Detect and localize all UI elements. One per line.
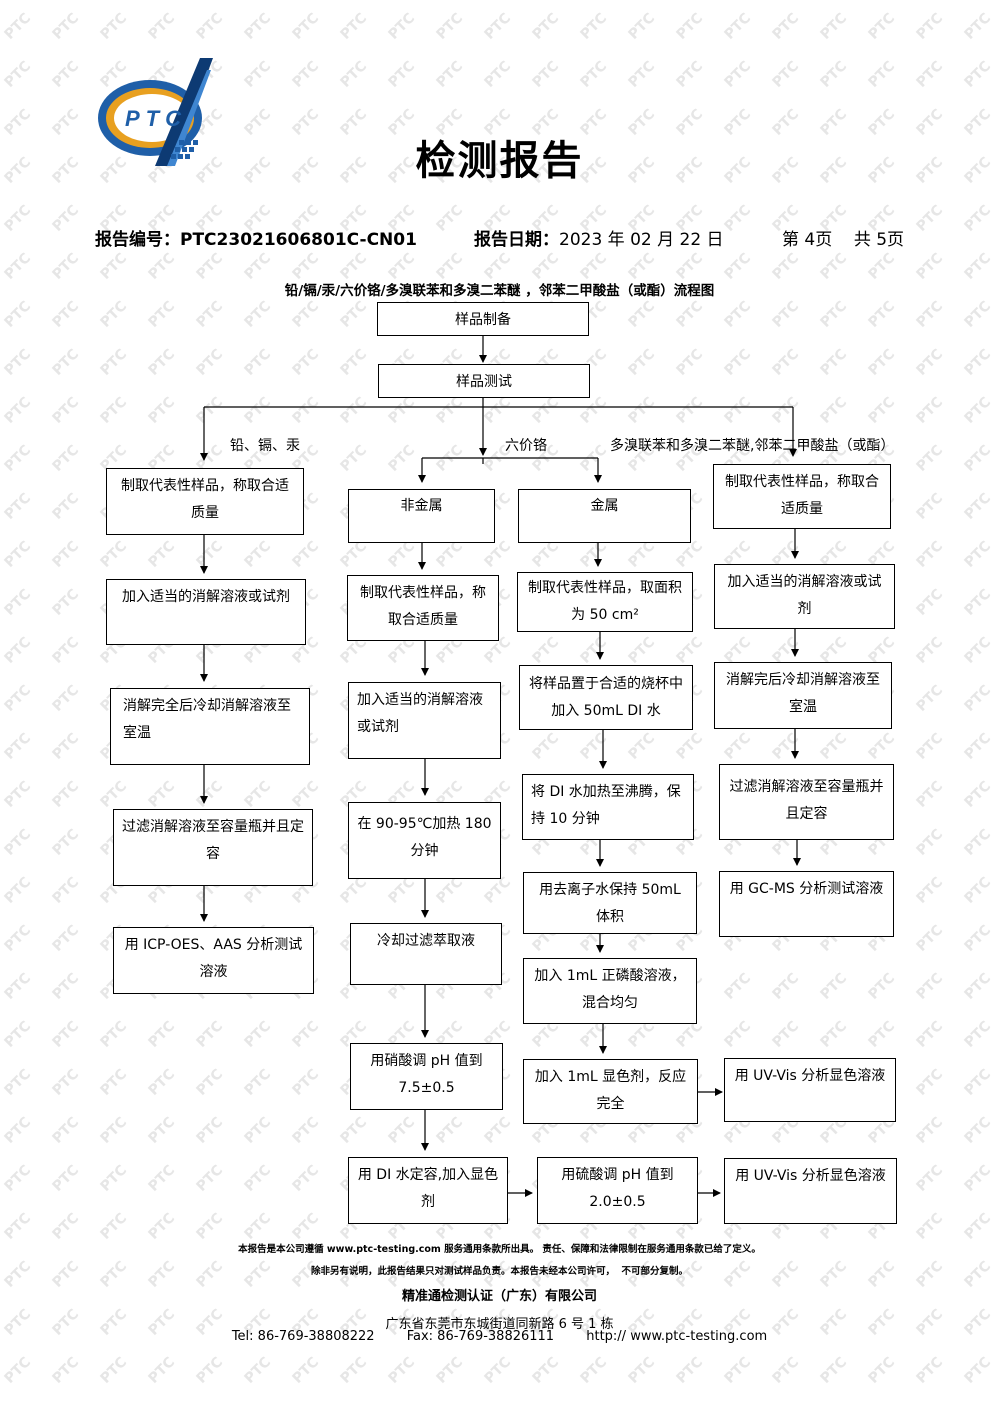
flowchart-title: 铅/镉/汞/六价铬/多溴联苯和多溴二苯醚 ，邻苯二甲酸盐（或酯）流程图	[284, 283, 715, 299]
metal-step-4: 用去离子水保持 50mL 体积	[523, 872, 697, 934]
logo-text: PTC	[125, 106, 187, 131]
col1-step-1: 制取代表性样品，称取合适质量	[106, 468, 304, 535]
footer-fax: Fax: 86-769-38826111	[406, 1329, 555, 1344]
ptc-logo: PTC	[98, 58, 213, 166]
nonmetal-title-box: 非金属	[348, 489, 495, 543]
nonmetal-step-1: 制取代表性样品，称取合适质量	[347, 575, 499, 641]
sample-test-box: 样品测试	[378, 364, 590, 398]
branch-label-cr6: 六价铬	[505, 438, 547, 454]
metal-step-5: 加入 1mL 正磷酸溶液，混合均匀	[523, 958, 697, 1024]
footer-disclaimer-2: 除非另有说明，此报告结果只对测试样品负责。本报告未经本公司许可， 不可部分复制。	[310, 1266, 689, 1277]
nonmetal-step-3: 在 90-95℃加热 180 分钟	[348, 802, 501, 879]
nonmetal-ph2-box: 用硫酸调 pH 值到 2.0±0.5	[537, 1157, 698, 1224]
metal-step-2: 将样品置于合适的烧杯中加入 50mL DI 水	[519, 665, 693, 730]
report-date: 报告日期：2023 年 02 月 22 日	[474, 225, 724, 250]
report-date-value: 2023 年 02 月 22 日	[559, 230, 724, 250]
col1-step-2: 加入适当的消解溶液或试剂	[106, 579, 306, 645]
col1-step-4: 过滤消解溶液至容量瓶并且定容	[113, 809, 313, 886]
footer-disclaimer-1: 本报告是本公司遵循 www.ptc-testing.com 服务通用条款所出具。…	[238, 1244, 761, 1255]
col1-step-3: 消解完全后冷却消解溶液至室温	[110, 688, 310, 765]
metal-uvvis-box: 用 UV-Vis 分析显色溶液	[724, 1058, 896, 1122]
metal-step-6: 加入 1mL 显色剂，反应完全	[523, 1059, 698, 1124]
report-number-value: PTC23021606801C-CN01	[180, 230, 417, 250]
footer-website[interactable]: http:// www.ptc-testing.com	[586, 1329, 768, 1344]
report-number-label: 报告编号：	[95, 230, 180, 250]
footer-company: 精准通检测认证（广东）有限公司	[401, 1289, 597, 1304]
report-number: 报告编号：PTC23021606801C-CN01	[95, 225, 417, 250]
branch-label-pbb: 多溴联苯和多溴二苯醚,邻苯二甲酸盐（或酯）	[610, 438, 895, 454]
col4-step-4: 过滤消解溶液至容量瓶并且定容	[719, 764, 894, 840]
nonmetal-step-6: 用 DI 水定容,加入显色剂	[348, 1157, 508, 1224]
report-date-label: 报告日期：	[474, 230, 559, 250]
col1-step-5: 用 ICP-OES、AAS 分析测试溶液	[113, 927, 314, 994]
metal-step-1: 制取代表性样品，取面积为 50 cm²	[517, 572, 693, 632]
col4-step-3: 消解完后冷却消解溶液至室温	[714, 662, 892, 729]
footer-address: 广东省东莞市东城街道同新路 6 号 1 栋	[385, 1317, 614, 1332]
branch-label-metals: 铅、镉、汞	[230, 438, 300, 454]
nonmetal-step-5: 用硝酸调 pH 值到 7.5±0.5	[350, 1043, 503, 1110]
col4-step-2: 加入适当的消解溶液或试剂	[714, 564, 895, 629]
nonmetal-step-2: 加入适当的消解溶液或试剂	[348, 682, 501, 759]
page-number: 第 4页 共 5页	[782, 230, 905, 250]
metal-step-3: 将 DI 水加热至沸腾，保持 10 分钟	[522, 774, 694, 840]
sample-prep-box: 样品制备	[377, 302, 589, 336]
nonmetal-uvvis-box: 用 UV-Vis 分析显色溶液	[724, 1158, 897, 1224]
footer-tel: Tel: 86-769-38808222	[231, 1329, 375, 1344]
nonmetal-step-4: 冷却过滤萃取液	[350, 923, 502, 985]
metal-title-box: 金属	[518, 489, 691, 543]
col4-step-1: 制取代表性样品，称取合适质量	[713, 464, 891, 529]
footer-contacts: Tel: 86-769-38808222 Fax: 86-769-3882611…	[0, 1329, 999, 1344]
page-title: 检测报告	[415, 138, 584, 184]
col4-step-5: 用 GC-MS 分析测试溶液	[719, 871, 894, 937]
